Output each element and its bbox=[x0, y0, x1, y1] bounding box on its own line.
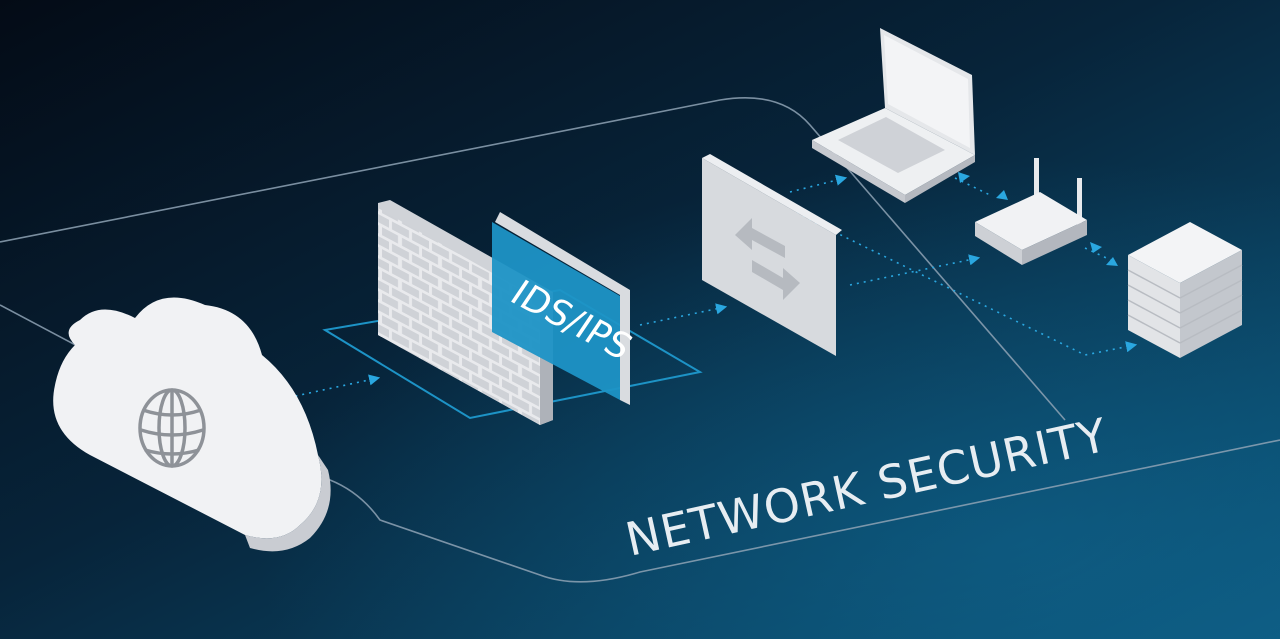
server-stack bbox=[1127, 222, 1243, 358]
ids-ips-panel: IDS/IPS bbox=[492, 212, 640, 405]
platform-outline bbox=[0, 97, 1280, 583]
connections bbox=[267, 174, 1138, 403]
globe-icon bbox=[138, 388, 206, 468]
switch-panel bbox=[702, 154, 842, 356]
router bbox=[975, 158, 1087, 265]
arrowheads bbox=[958, 172, 1118, 266]
swap-arrows-icon bbox=[735, 218, 800, 300]
globe-cloud bbox=[53, 297, 331, 552]
laptop bbox=[812, 28, 975, 203]
